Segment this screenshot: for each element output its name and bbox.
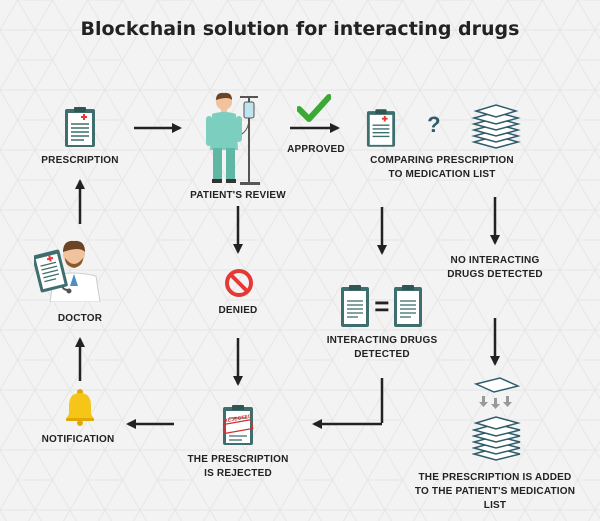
added-label-line2: TO THE PATIENT'S MEDICATION	[414, 486, 576, 497]
patient-with-iv-icon	[206, 92, 260, 185]
prescription-label: PRESCRIPTION	[41, 155, 119, 166]
approved-label: APPROVED	[287, 144, 345, 155]
added-to-list-icon	[472, 377, 521, 461]
interacting-label-line2: DETECTED	[354, 349, 410, 360]
approved-checkmark-icon	[297, 94, 331, 122]
equals-sign: =	[374, 291, 390, 321]
prescription-clipboard-icon	[65, 107, 95, 147]
question-mark-icon: ?	[427, 112, 441, 137]
doctor-icon	[34, 240, 101, 302]
denied-label: DENIED	[218, 305, 258, 316]
added-label-line1: THE PRESCRIPTION IS ADDED	[418, 472, 572, 483]
rejected-prescription-icon	[222, 405, 254, 445]
rejected-label-line2: IS REJECTED	[204, 468, 272, 479]
notification-bell-icon	[66, 389, 94, 426]
comparing-label-line1: COMPARING PRESCRIPTION	[370, 155, 514, 166]
no-interacting-label-line2: DRUGS DETECTED	[447, 269, 543, 280]
notification-label: NOTIFICATION	[41, 434, 115, 445]
added-label-line3: LIST	[483, 500, 507, 511]
rejected-label-line1: THE PRESCRIPTION	[187, 454, 289, 465]
doctor-label: DOCTOR	[57, 313, 103, 324]
no-interacting-label-line1: NO INTERACTING	[450, 255, 540, 266]
medication-list-stack-icon	[471, 104, 521, 149]
comparing-clipboard-icon	[366, 109, 396, 147]
diagram-title: Blockchain solution for interacting drug…	[80, 18, 520, 40]
denied-prohibited-icon	[225, 269, 253, 297]
comparing-label-line2: TO MEDICATION LIST	[388, 169, 496, 180]
interacting-label-line1: INTERACTING DRUGS	[326, 335, 438, 346]
interacting-drugs-equal-icon	[341, 285, 422, 327]
patient-review-label: PATIENT'S REVIEW	[190, 190, 286, 201]
